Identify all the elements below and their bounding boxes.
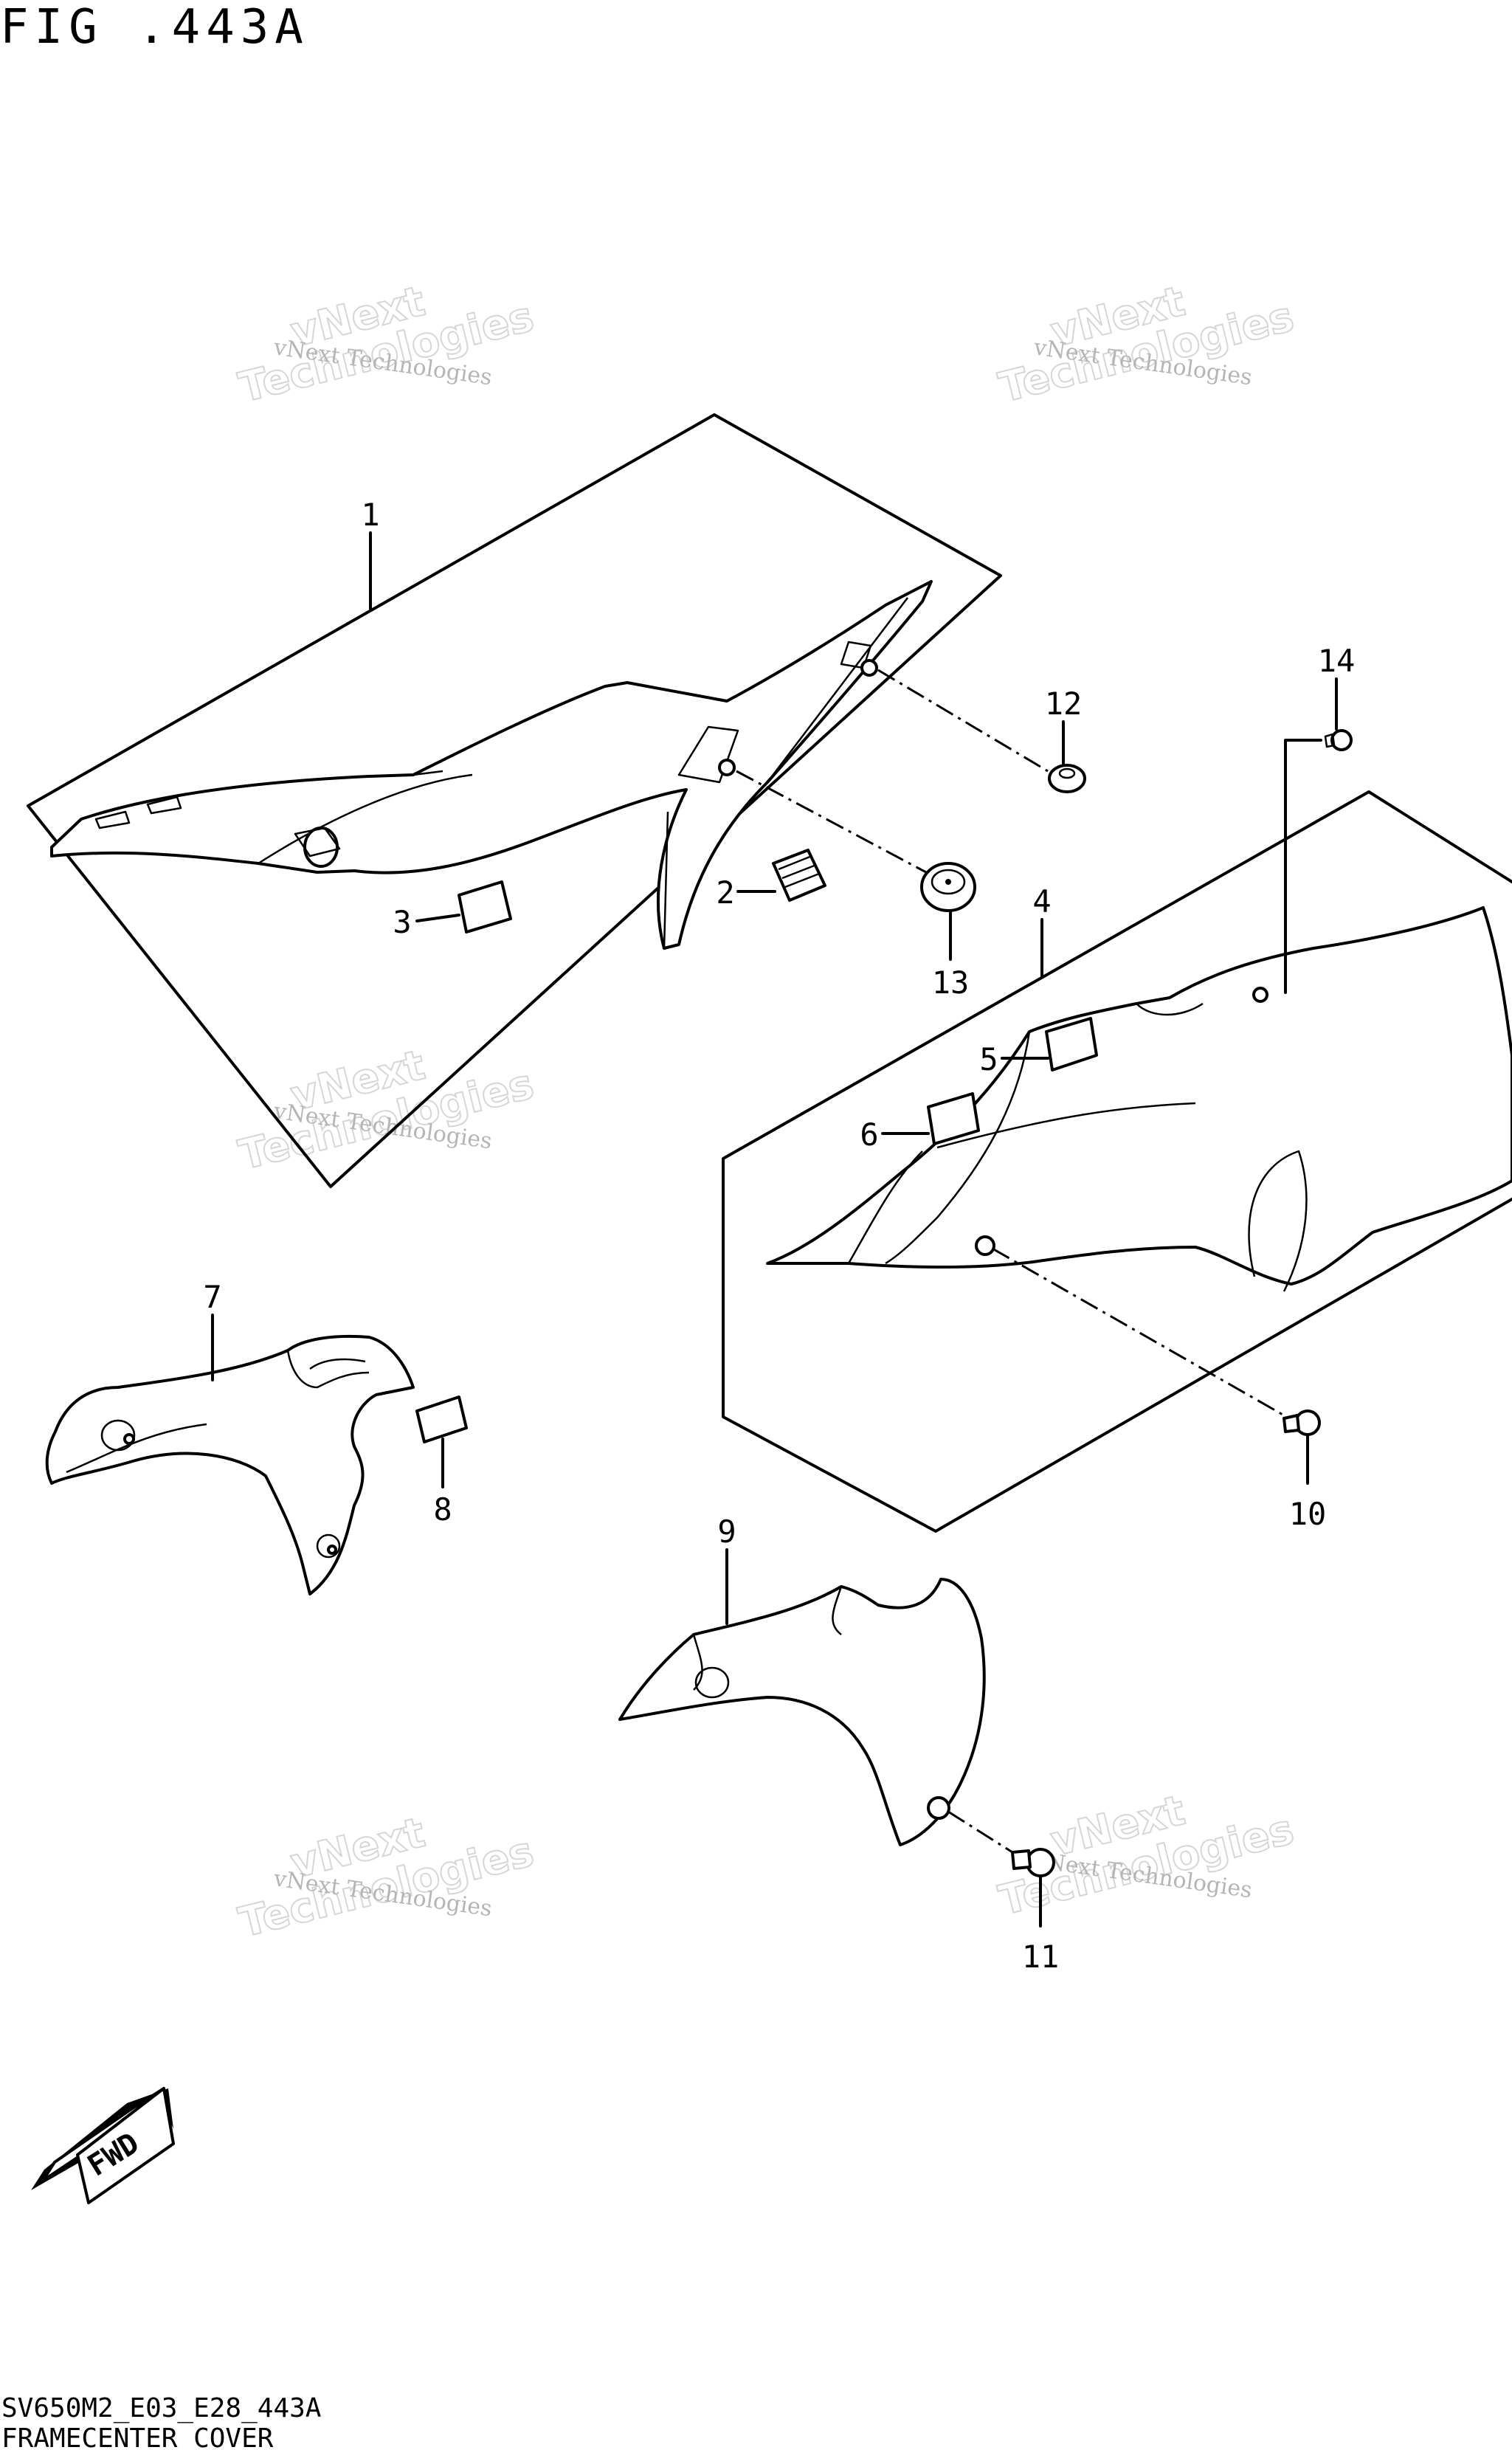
pad-8-part [415, 1395, 468, 1443]
assembly-line-14 [1284, 739, 1322, 994]
callout-2: 2 [716, 874, 734, 911]
callout-4: 4 [1032, 883, 1051, 919]
watermark-bottom-left: Technologies vNext vNext Technologies [234, 1808, 539, 1948]
callout-10: 10 [1289, 1496, 1327, 1532]
assembly-box-1 [27, 413, 1002, 1188]
watermark-top-left: Technologies vNext vNext Technologies [234, 277, 539, 413]
callout-3: 3 [393, 904, 411, 940]
assembly-line-13 [736, 770, 927, 874]
callout-6: 6 [860, 1117, 878, 1153]
lower-cover-9-part [618, 1578, 986, 1846]
assembly-line-12 [877, 669, 1049, 773]
frame-cover-left-part [50, 580, 933, 950]
callout-14: 14 [1318, 643, 1356, 679]
pad-5-part [1045, 1017, 1098, 1072]
pad-6-part [927, 1092, 980, 1145]
figure-caption: FRAMECENTER COVER [1, 2423, 274, 2450]
side-cover-right-part [766, 906, 1512, 1292]
callout-5: 5 [979, 1041, 998, 1077]
callout-8: 8 [433, 1491, 452, 1528]
leader-3 [415, 914, 460, 922]
assembly-line-11 [947, 1810, 1013, 1854]
assembly-line-10 [992, 1247, 1285, 1417]
callout-11: 11 [1022, 1939, 1060, 1975]
callout-12: 12 [1045, 686, 1083, 722]
pad-3-part [458, 880, 512, 934]
screw-10-part [1283, 1409, 1321, 1436]
cushion-tape-part [772, 849, 826, 902]
lower-cover-7-part [45, 1334, 415, 1595]
assembly-box-4 [722, 790, 1512, 1533]
callout-13: 13 [932, 965, 970, 1001]
model-code: SV650M2_E03_E28_443A [1, 2393, 322, 2423]
fwd-arrow-icon: FWD [31, 2087, 175, 2204]
callout-7: 7 [203, 1279, 221, 1315]
nut-12-part [1048, 764, 1086, 793]
watermark-mid-left: Technologies vNext vNext Technologies [234, 1041, 539, 1181]
callout-1: 1 [361, 497, 379, 533]
screw-14-part [1324, 729, 1353, 751]
callout-9: 9 [717, 1514, 736, 1550]
watermark-top-right: Technologies vNext vNext Technologies [994, 277, 1299, 413]
figure-title: FIG .443A [0, 0, 309, 55]
grommet-13-part [920, 862, 976, 912]
